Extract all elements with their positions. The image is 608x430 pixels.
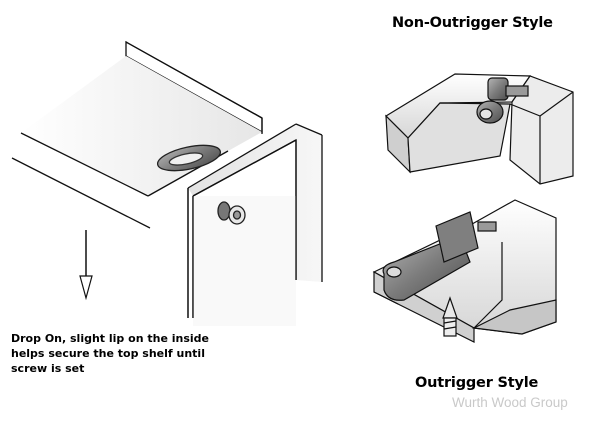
- down-arrow-icon: [79, 230, 93, 301]
- caption-line: Drop On, slight lip on the inside: [11, 332, 209, 345]
- left-shelf-assembly: [11, 40, 323, 326]
- cabinet-side-panel: [188, 124, 322, 282]
- caption-line: screw is set: [11, 362, 85, 375]
- non-outrigger-title: Non-Outrigger Style: [392, 15, 553, 31]
- outrigger-diagram: [372, 199, 557, 343]
- drop-on-caption: Drop On, slight lip on the inside helps …: [11, 331, 226, 376]
- outrigger-title: Outrigger Style: [415, 375, 539, 391]
- caption-line: helps secure the top shelf until: [11, 347, 205, 360]
- drop-on-clip: [156, 144, 222, 172]
- screw-icon-bottom: [442, 296, 458, 337]
- screw-icon: [217, 201, 246, 225]
- non-outrigger-diagram: [385, 73, 574, 185]
- watermark-text: Wurth Wood Group: [452, 395, 568, 410]
